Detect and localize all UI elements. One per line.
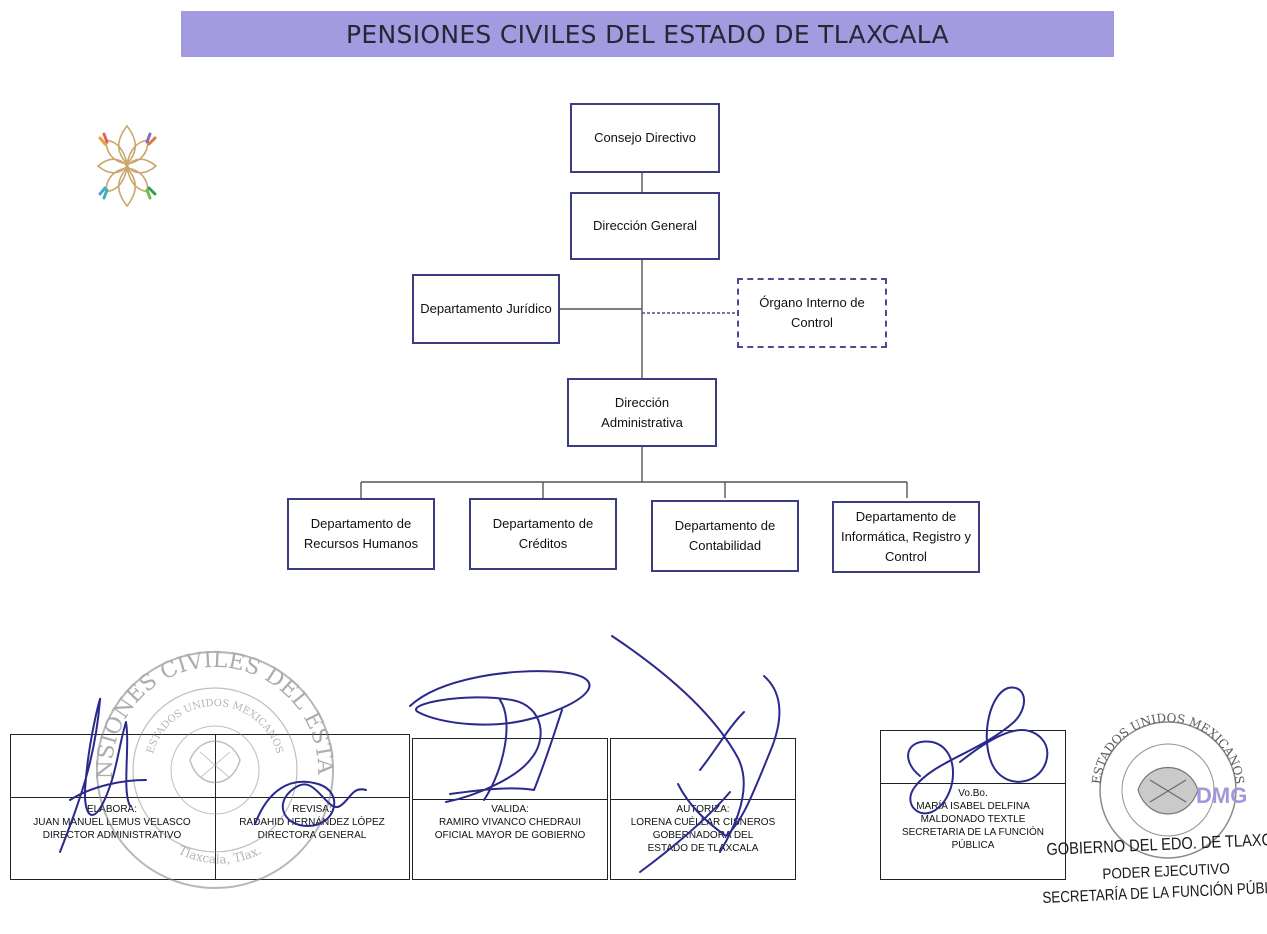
box-organo-interno-control: Órgano Interno de Control [737, 278, 887, 348]
seal-text: PENSIONES CIVILES DEL ESTADO [0, 0, 337, 779]
box-label: Departamento Jurídico [420, 301, 552, 316]
signature-position: DIRECTORA GENERAL [257, 830, 367, 841]
svg-text:ESTADOS UNIDOS MEXICANOS: ESTADOS UNIDOS MEXICANOS [1089, 711, 1247, 785]
signature-role: VALIDA: [491, 804, 529, 815]
signature-box-vobo: Vo.Bo. MARÍA ISABEL DELFINA MALDONADO TE… [880, 730, 1066, 880]
signature-box-autoriza: AUTORIZA: LORENA CUÉLLAR CISNEROS GOBERN… [610, 738, 796, 880]
box-label-line: Contabilidad [688, 538, 762, 553]
box-label-line: Departamento de [674, 518, 776, 533]
box-direccion-general: Dirección General [570, 192, 720, 260]
signature-name: MARÍA ISABEL DELFINA [916, 801, 1030, 812]
signature-revisa: REVISA: RADAHID HERNÁNDEZ LÓPEZ DIRECTOR… [215, 803, 409, 842]
box-label: Dirección General [592, 218, 698, 233]
seal-text: ESTADOS UNIDOS MEXICANOS [1089, 711, 1247, 785]
box-label-line: Departamento de [310, 516, 412, 531]
box-direccion-administrativa: Dirección Administrativa [567, 378, 717, 447]
box-label: Órgano Interno de Control [759, 295, 865, 330]
stamp-line-3: SECRETARÍA DE LA FUNCIÓN PÚBLICA [1042, 878, 1267, 907]
signature-position: GOBERNADORA DEL [652, 830, 754, 841]
signature-position: PÚBLICA [951, 840, 995, 851]
signature-divider [413, 799, 607, 800]
signature-box-elabora-revisa: ELABORA: JUAN MANUEL LEMUS VELASCO DIREC… [10, 734, 410, 880]
box-dept-creditos: Departamento de Créditos [469, 498, 617, 570]
title-banner: PENSIONES CIVILES DEL ESTADO DE TLAXCALA [181, 11, 1114, 57]
signature-role: REVISA: [292, 804, 332, 815]
box-label-line: Departamento de [492, 516, 594, 531]
signature-box-valida: VALIDA: RAMIRO VIVANCO CHEDRAUI OFICIAL … [412, 738, 608, 880]
box-dept-informatica: Departamento de Informática, Registro y … [832, 501, 980, 573]
box-consejo-directivo: Consejo Directivo [570, 103, 720, 173]
box-label: Dirección Administrativa [601, 394, 683, 430]
box-label-line: Créditos [518, 536, 568, 551]
signature-divider [11, 797, 409, 798]
signature-autoriza: AUTORIZA: LORENA CUÉLLAR CISNEROS GOBERN… [611, 803, 795, 855]
signature-position: DIRECTOR ADMINISTRATIVO [42, 830, 182, 841]
signature-elabora: ELABORA: JUAN MANUEL LEMUS VELASCO DIREC… [11, 803, 213, 842]
box-label-line: Recursos Humanos [303, 536, 419, 551]
signature-valida: VALIDA: RAMIRO VIVANCO CHEDRAUI OFICIAL … [413, 803, 607, 842]
signature-divider [881, 783, 1065, 784]
signature-position: OFICIAL MAYOR DE GOBIERNO [434, 830, 586, 841]
box-label-line: Informática, Registro y [840, 529, 972, 544]
signature-name: JUAN MANUEL LEMUS VELASCO [33, 817, 191, 828]
signature-role: Vo.Bo. [958, 788, 988, 799]
flower-logo-icon [96, 124, 158, 208]
signature-role: AUTORIZA: [676, 804, 730, 815]
box-dept-recursos-humanos: Departamento de Recursos Humanos [287, 498, 435, 570]
signature-name: RAMIRO VIVANCO CHEDRAUI [438, 817, 582, 828]
signature-position: SECRETARIA DE LA FUNCIÓN [901, 827, 1045, 838]
signature-name: MALDONADO TEXTLE [920, 814, 1026, 825]
page-title: PENSIONES CIVILES DEL ESTADO DE TLAXCALA [346, 19, 949, 49]
box-label-line: Departamento de [855, 509, 957, 524]
seal-badge: DMG [1196, 783, 1247, 808]
box-departamento-juridico: Departamento Jurídico [412, 274, 560, 344]
signature-vobo: Vo.Bo. MARÍA ISABEL DELFINA MALDONADO TE… [881, 787, 1065, 852]
signature-position: ESTADO DE TLAXCALA [647, 843, 759, 854]
box-label-line: Control [885, 549, 927, 564]
box-dept-contabilidad: Departamento de Contabilidad [651, 500, 799, 572]
svg-text:PENSIONES CIVILES DEL ESTADO: PENSIONES CIVILES DEL ESTADO [0, 0, 337, 779]
signature-name: LORENA CUÉLLAR CISNEROS [630, 817, 776, 828]
signature-role: ELABORA: [86, 804, 138, 815]
signature-name: RADAHID HERNÁNDEZ LÓPEZ [239, 817, 385, 828]
stamp-line-1: GOBIERNO DEL EDO. DE TLAXCALA [1046, 828, 1267, 859]
box-label: Consejo Directivo [594, 130, 696, 145]
government-stamp: GOBIERNO DEL EDO. DE TLAXCALA PODER EJEC… [1040, 829, 1267, 932]
signature-divider [611, 799, 795, 800]
stamp-line-2: PODER EJECUTIVO [1102, 860, 1231, 883]
